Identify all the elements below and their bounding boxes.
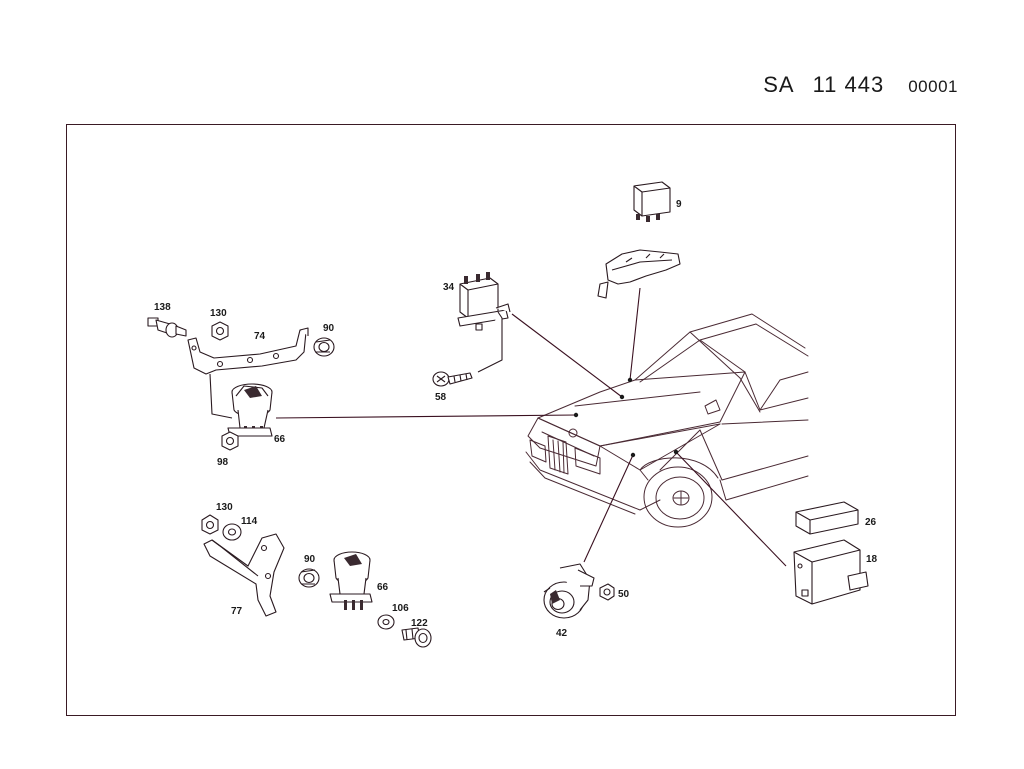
callout-42: 42 [556,628,568,639]
leader-lines [275,287,787,567]
part-77-bracket [203,533,285,617]
part-26-cover [795,501,859,535]
callout-90-top: 90 [323,323,335,334]
leader-dots [573,377,679,458]
part-58-screw [432,371,473,387]
callout-58: 58 [435,392,447,403]
callout-74: 74 [254,331,266,342]
part-42-horn [543,563,595,619]
relay-bracket [597,249,681,299]
part-130-nut-top [211,321,229,341]
part-66-unit-top [209,373,273,437]
callout-77: 77 [231,606,243,617]
part-18-control-unit [793,539,869,605]
drawing-code: 00001 [908,77,958,96]
part-90-grommet-top [313,337,335,357]
part-122-bolt [401,627,432,648]
part-114-washer [222,523,242,541]
callout-18: 18 [866,554,878,565]
part-130-nut-bottom [201,514,219,535]
callout-122: 122 [411,618,428,629]
drawing-prefix: SA [763,72,795,97]
drawing-header: SA 11 443 00001 [763,72,958,98]
part-74-bracket [187,327,309,375]
part-66-unit-bottom [329,551,373,610]
part-34-relay [457,272,511,373]
callout-34: 34 [443,282,455,293]
callout-130-bottom: 130 [216,502,233,513]
part-9-relay [633,181,671,222]
callout-130-top: 130 [210,308,227,319]
callout-50: 50 [618,589,630,600]
callout-90-bottom: 90 [304,554,316,565]
callout-114: 114 [241,516,258,527]
callout-138: 138 [154,302,171,313]
vehicle-outline [525,313,809,528]
diagram-frame [66,124,956,716]
callout-98: 98 [217,457,229,468]
part-106-washer [377,614,395,630]
callout-66-top: 66 [274,434,286,445]
callout-26: 26 [865,517,877,528]
drawing-number: 11 443 [812,72,885,97]
callout-labels: 9 34 58 138 130 74 90 66 98 130 114 90 6… [154,199,878,639]
callout-106: 106 [392,603,409,614]
callout-9: 9 [676,199,682,210]
part-90-grommet-bottom [298,568,320,588]
part-50-nut [599,583,615,601]
part-138-fitting [147,317,187,338]
part-98-nut [221,431,239,451]
callout-66-bottom: 66 [377,582,389,593]
